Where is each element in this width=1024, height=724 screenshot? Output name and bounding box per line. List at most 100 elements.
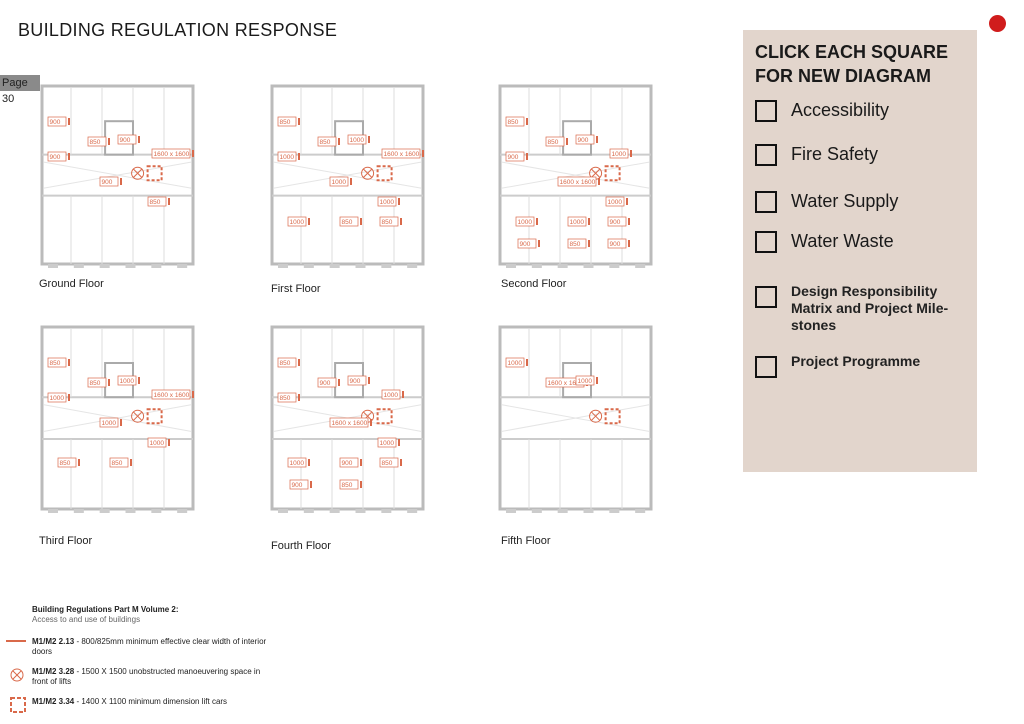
door-dimension-label: 1000: [277, 151, 300, 162]
door-dimension-label: 1000: [377, 196, 400, 207]
checkbox[interactable]: [755, 231, 777, 253]
door-width-line-icon: [6, 640, 26, 642]
door-dimension-label: 1000: [287, 457, 310, 468]
option-project-programme[interactable]: Project Programme: [755, 353, 971, 378]
checkbox[interactable]: [755, 144, 777, 166]
svg-text:1000: 1000: [350, 137, 365, 144]
svg-text:900: 900: [50, 119, 61, 126]
door-dimension-label: 850: [87, 136, 110, 147]
door-dimension-label: 1000: [381, 389, 404, 400]
door-dimension-label: 1000: [609, 148, 632, 159]
option-water-supply[interactable]: Water Supply: [755, 191, 898, 213]
door-dimension-label: 1000: [287, 216, 310, 227]
door-dimension-label: 900: [47, 151, 70, 162]
window: [73, 509, 84, 513]
option-label: Accessibility: [791, 100, 890, 120]
svg-text:1000: 1000: [280, 154, 295, 161]
option-accessibility[interactable]: Accessibility: [755, 100, 889, 122]
panel-heading: CLICK EACH SQUARE FOR NEW DIAGRAM: [755, 40, 948, 88]
door-dimension-label: 850: [545, 136, 568, 147]
window: [48, 264, 58, 268]
window: [329, 264, 340, 268]
window: [278, 264, 288, 268]
svg-text:1600 x 1600: 1600 x 1600: [154, 392, 190, 399]
svg-text:850: 850: [90, 139, 101, 146]
svg-text:850: 850: [342, 219, 353, 226]
svg-text:1000: 1000: [570, 219, 585, 226]
door-dimension-label: 1000: [329, 176, 352, 187]
window: [125, 509, 136, 513]
floor-label-ground: Ground Floor: [39, 278, 104, 290]
window: [278, 509, 288, 513]
svg-text:1600 x 1600: 1600 x 1600: [332, 420, 368, 427]
door-dimension-label: 900: [317, 377, 340, 388]
window: [557, 264, 568, 268]
door-dimension-label: 850: [379, 216, 402, 227]
door-dimension-label: 850: [505, 116, 528, 127]
window: [177, 264, 188, 268]
option-label: Fire Safety: [791, 144, 879, 164]
window: [99, 264, 110, 268]
floor-label-third: Third Floor: [39, 535, 93, 547]
svg-text:1000: 1000: [102, 420, 117, 427]
svg-text:900: 900: [520, 241, 531, 248]
door-dimension-label: 1000: [567, 216, 590, 227]
floor-label-fourth: Fourth Floor: [271, 540, 331, 552]
lift-manoeuvring-circle: [131, 166, 145, 180]
svg-text:900: 900: [50, 154, 61, 161]
lift-car-square: [604, 408, 621, 425]
window: [609, 509, 620, 513]
page-title: BUILDING REGULATION RESPONSE: [18, 20, 338, 40]
option-label: Water Waste: [791, 231, 894, 251]
checkbox[interactable]: [755, 286, 777, 308]
svg-text:850: 850: [548, 139, 559, 146]
svg-text:850: 850: [382, 219, 393, 226]
svg-text:900: 900: [610, 219, 621, 226]
svg-text:850: 850: [90, 380, 101, 387]
door-dimension-label: 900: [517, 238, 540, 249]
window: [583, 509, 594, 513]
panel-heading-line1: CLICK EACH SQUARE: [755, 42, 949, 62]
checkbox[interactable]: [755, 356, 777, 378]
window: [48, 509, 58, 513]
door-dimension-label: 850: [379, 457, 402, 468]
svg-text:850: 850: [112, 460, 123, 467]
legend-subheading: Access to and use of buildings: [32, 615, 141, 624]
svg-text:1000: 1000: [508, 360, 523, 367]
svg-text:1000: 1000: [332, 179, 347, 186]
svg-text:1000: 1000: [612, 151, 627, 158]
svg-text:1600 x 1600: 1600 x 1600: [560, 179, 596, 186]
door-dimension-label: 850: [317, 136, 340, 147]
svg-text:850: 850: [150, 199, 161, 206]
checkbox[interactable]: [755, 100, 777, 122]
option-water-waste[interactable]: Water Waste: [755, 231, 894, 253]
option-design-responsibility-matrix[interactable]: Design Responsibility Matrix and Project…: [755, 283, 971, 334]
door-dimension-label: 1000: [575, 375, 598, 386]
svg-text:1000: 1000: [50, 395, 65, 402]
option-label: Project Programme: [791, 353, 921, 369]
door-dimension-label: 1000: [147, 437, 170, 448]
window: [303, 509, 314, 513]
window: [407, 264, 418, 268]
door-dimension-label: 850: [339, 216, 362, 227]
svg-text:900: 900: [320, 380, 331, 387]
svg-text:1000: 1000: [290, 219, 305, 226]
option-fire-safety[interactable]: Fire Safety: [755, 144, 878, 166]
svg-text:850: 850: [570, 241, 581, 248]
door-dimension-label: 900: [289, 479, 312, 490]
checkbox[interactable]: [755, 191, 777, 213]
svg-text:850: 850: [320, 139, 331, 146]
red-dot-indicator: [989, 15, 1006, 32]
door-dimension-label: 1000: [347, 134, 370, 145]
floor-label-first: First Floor: [271, 283, 321, 295]
dashed-square-icon: [10, 697, 26, 713]
window: [73, 264, 84, 268]
svg-text:900: 900: [292, 482, 303, 489]
svg-text:1000: 1000: [578, 378, 593, 385]
